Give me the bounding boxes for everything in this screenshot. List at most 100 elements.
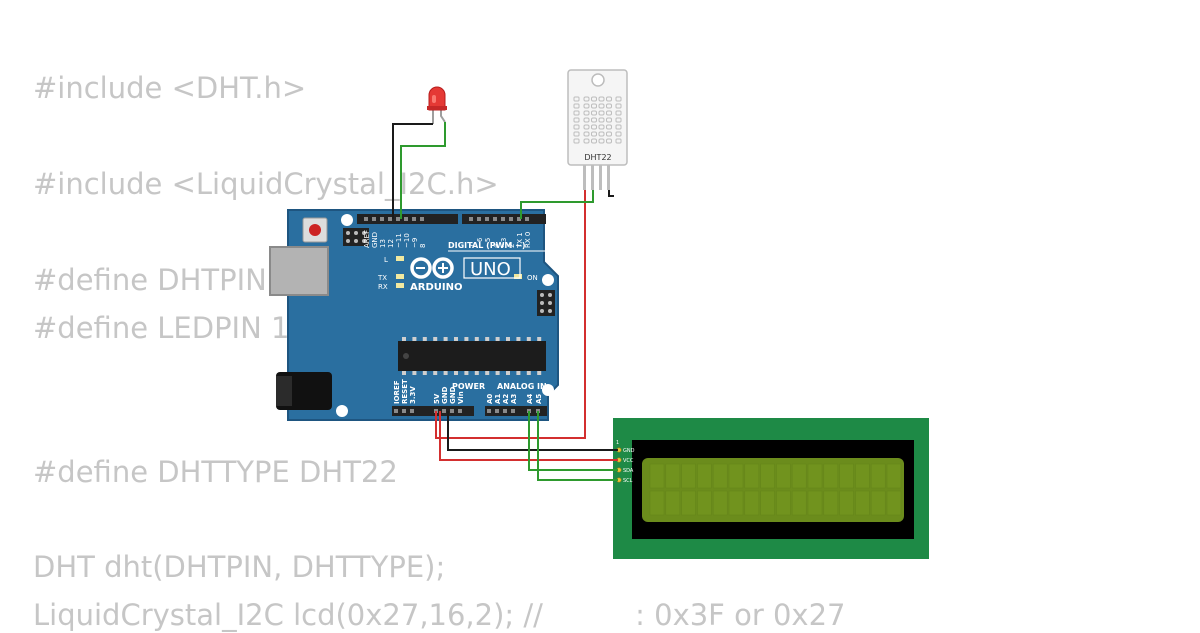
- power-pin-hole[interactable]: [410, 409, 414, 413]
- dht22-grille: [573, 96, 622, 144]
- analog-pin-hole[interactable]: [487, 409, 491, 413]
- analog-pin-label: A4: [526, 394, 534, 404]
- digital-pin-hole[interactable]: [380, 217, 384, 221]
- power-pin-hole[interactable]: [458, 409, 462, 413]
- analog-pin-hole[interactable]: [511, 409, 515, 413]
- digital-pin-label: 8: [419, 244, 427, 248]
- wire-lcd-scl[interactable]: [537, 411, 618, 481]
- power-pin-hole[interactable]: [394, 409, 398, 413]
- power-pin-hole[interactable]: [450, 409, 454, 413]
- dht22-mount-hole: [591, 73, 605, 87]
- digital-pin-label: ~10: [403, 233, 411, 248]
- digital-pin-hole[interactable]: [364, 217, 368, 221]
- digital-pin-label: ~9: [411, 238, 419, 248]
- brand-text: ARDUINO: [410, 282, 462, 293]
- digital-pin-label: GND: [371, 232, 379, 248]
- digital-pin-hole[interactable]: [525, 217, 529, 221]
- power-pin-label: GND: [449, 386, 457, 404]
- digital-pin-hole[interactable]: [372, 217, 376, 221]
- red-led[interactable]: [427, 86, 447, 124]
- digital-pin-hole[interactable]: [517, 217, 521, 221]
- digital-pin-hole[interactable]: [509, 217, 513, 221]
- lcd-pin-label: SCL: [623, 478, 633, 484]
- wire-dht-vcc[interactable]: [435, 190, 586, 439]
- lcd-pin-label: VCC: [623, 458, 634, 464]
- mounting-hole: [542, 274, 554, 286]
- dht22-leg: [599, 162, 602, 190]
- code-line-include-lcd: #include <LiquidCrystal_I2C.h>: [33, 167, 499, 201]
- wire-led-gnd[interactable]: [392, 123, 433, 219]
- code-line-define-dhttype: #define DHTTYPE DHT22: [33, 455, 398, 489]
- code-line-lcd-constructor: LiquidCrystal_I2C lcd(0x27,16,2); // : 0…: [33, 598, 846, 632]
- analog-pin-label: A5: [535, 394, 543, 404]
- microcontroller-chip: [398, 337, 546, 375]
- reset-button-cap[interactable]: [309, 224, 321, 236]
- led-dome: [428, 86, 446, 111]
- wire-lcd-gnd[interactable]: [447, 411, 618, 451]
- dht22-leg: [591, 162, 594, 190]
- digital-pin-hole[interactable]: [477, 217, 481, 221]
- digital-pin-label: ~3: [500, 238, 508, 248]
- power-header[interactable]: [392, 406, 474, 416]
- analog-pin-label: A3: [510, 394, 518, 404]
- wire-led-pin13[interactable]: [400, 122, 446, 219]
- digital-pin-label: ~11: [395, 233, 403, 248]
- power-pin-label: Vin: [457, 391, 465, 404]
- digital-pin-hole[interactable]: [501, 217, 505, 221]
- led-l-label: L: [384, 256, 388, 264]
- digital-pin-hole[interactable]: [493, 217, 497, 221]
- digital-pin-label: 4: [492, 243, 500, 248]
- dht22-sensor[interactable]: DHT22: [567, 69, 628, 190]
- digital-pin-hole[interactable]: [404, 217, 408, 221]
- analog-pin-label: A1: [494, 394, 502, 404]
- lcd-character-cells: [649, 463, 902, 516]
- led-on-label: ON: [527, 274, 538, 282]
- digital-pin-hole[interactable]: [485, 217, 489, 221]
- led-rx-label: RX: [378, 283, 388, 291]
- digital-pin-label: 7: [468, 244, 476, 248]
- dht22-body: [567, 69, 628, 166]
- dht22-leg: [583, 162, 586, 190]
- power-header-label: POWER: [452, 382, 485, 391]
- wire-lcd-sda[interactable]: [528, 411, 618, 471]
- power-pin-label: RESET: [401, 379, 409, 404]
- analog-pin-hole[interactable]: [503, 409, 507, 413]
- wire-lcd-vcc[interactable]: [439, 411, 618, 461]
- power-pin-label: GND: [441, 386, 449, 404]
- digital-pin-hole[interactable]: [469, 217, 473, 221]
- wires: [392, 122, 618, 481]
- power-pin-hole[interactable]: [402, 409, 406, 413]
- digital-header-label: DIGITAL (PWM ~): [448, 241, 526, 250]
- mounting-hole: [341, 214, 353, 226]
- icsp-header-right: [537, 290, 555, 316]
- led-rx: [396, 283, 404, 288]
- power-pin-label: 5V: [433, 393, 441, 404]
- digital-pin-hole[interactable]: [412, 217, 416, 221]
- board-model: UNO: [470, 259, 511, 280]
- digital-pin-hole[interactable]: [396, 217, 400, 221]
- power-pin-hole[interactable]: [442, 409, 446, 413]
- wire-dht-gnd[interactable]: [608, 190, 614, 197]
- analog-pin-label: A2: [502, 394, 510, 404]
- dht22-label: DHT22: [584, 153, 611, 162]
- digital-pin-hole[interactable]: [420, 217, 424, 221]
- wire-dht-data[interactable]: [520, 190, 594, 219]
- uno-badge: [463, 257, 521, 279]
- digital-pin-label: TX 1: [516, 232, 524, 249]
- arduino-logo-icon: [410, 257, 454, 279]
- led-tx: [396, 274, 404, 279]
- analog-header[interactable]: [485, 406, 547, 416]
- led-l: [396, 256, 404, 261]
- digital-pin-label: RX 0: [524, 232, 532, 248]
- analog-pin-hole[interactable]: [495, 409, 499, 413]
- icsp-header-top: [343, 228, 369, 246]
- digital-pin-label: 12: [387, 239, 395, 248]
- digital-pin-hole[interactable]: [388, 217, 392, 221]
